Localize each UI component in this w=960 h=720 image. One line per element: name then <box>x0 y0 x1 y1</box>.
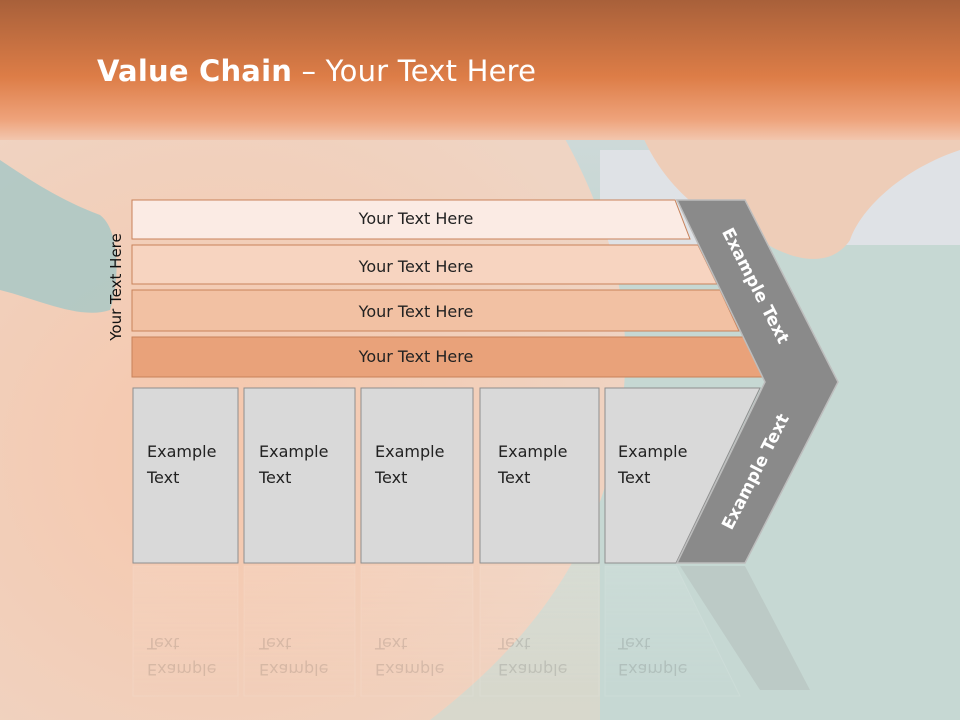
cell-4-shape <box>479 387 600 564</box>
cell-1-shape <box>132 387 239 564</box>
cell-5-shape <box>604 387 761 564</box>
bar-3-shape <box>131 289 740 332</box>
bar-2-label: Your Text Here <box>358 257 474 276</box>
cell-4-line1: Example <box>498 442 568 461</box>
cell-2-line2: Text <box>259 468 292 487</box>
bar-1-label: Your Text Here <box>358 209 474 228</box>
cells-reflection <box>132 565 810 697</box>
cell-5-line1: Example <box>618 442 688 461</box>
cell-1-line1: Example <box>147 442 217 461</box>
cell-2-shape <box>243 387 356 564</box>
title-rest: – Your Text Here <box>292 54 537 88</box>
cell-3-line2: Text <box>375 468 408 487</box>
cell-5-line2: Text <box>618 468 651 487</box>
chevron-shape[interactable] <box>675 199 839 564</box>
cell-3-line1: Example <box>375 442 445 461</box>
cell-4-line2: Text <box>498 468 531 487</box>
bar-1-shape <box>131 199 691 240</box>
slide-title: Value Chain – Your Text Here <box>97 54 536 88</box>
title-bold: Value Chain <box>97 54 293 88</box>
bar-4-label: Your Text Here <box>358 347 474 366</box>
cell-2-line1: Example <box>259 442 329 461</box>
cell-3-shape <box>360 387 474 564</box>
bar-3-label: Your Text Here <box>358 302 474 321</box>
cell-1-line2: Text <box>147 468 180 487</box>
